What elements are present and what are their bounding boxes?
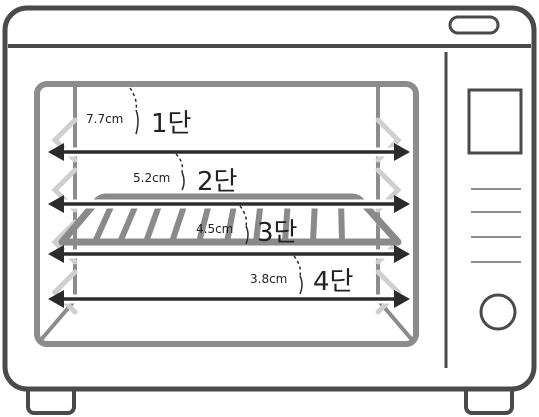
level-3-arrow (48, 245, 410, 263)
spacing-brackets (129, 87, 303, 295)
level-1-distance: 7.7cm (86, 112, 123, 126)
level-1-name: 1단 (151, 109, 192, 139)
level-3-name: 3단 (257, 218, 298, 248)
level-3-distance: 4.5cm (196, 222, 233, 236)
level-4-arrow (48, 290, 410, 308)
vent-lines-icon (471, 188, 521, 263)
level-2-name: 2단 (197, 167, 238, 197)
level-labels: 7.7cm 1단 5.2cm 2단 4.5cm 3단 3.8cm 4단 (86, 109, 354, 297)
level-arrows (48, 143, 410, 308)
level-2-arrow (48, 195, 410, 213)
level-1-arrow (48, 143, 410, 161)
display-window-icon (467, 88, 523, 155)
level-2-distance: 5.2cm (133, 171, 170, 185)
level-4-name: 4단 (313, 267, 354, 297)
level-4-distance: 3.8cm (250, 272, 287, 286)
round-knob-icon[interactable] (479, 293, 517, 331)
power-button-icon[interactable] (448, 15, 500, 35)
